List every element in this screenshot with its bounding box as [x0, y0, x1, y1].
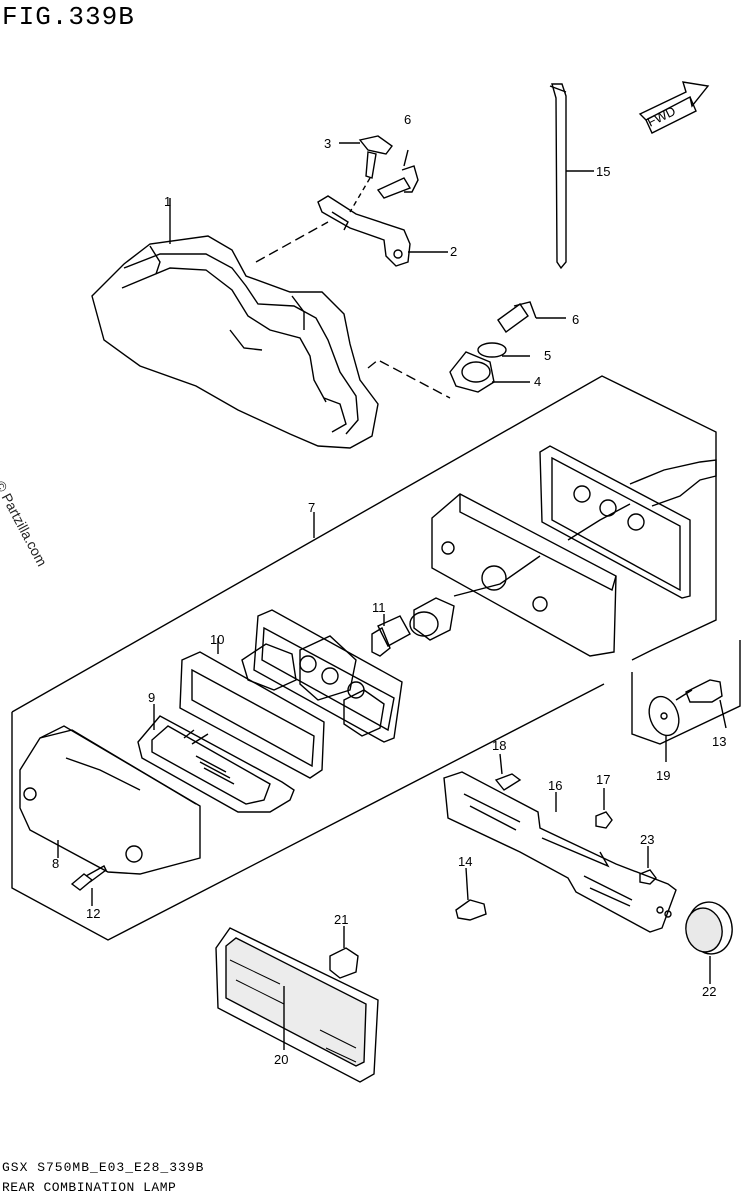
callout-19: 19 [656, 768, 670, 783]
gasket [179, 638, 325, 779]
fwd-label: FWD [645, 103, 678, 129]
callout-13: 13 [712, 734, 726, 749]
lamp-assembly-outline [11, 375, 741, 941]
lamp-lens [19, 725, 201, 875]
callout-17: 17 [596, 772, 610, 787]
callout-6-lower: 6 [572, 312, 579, 327]
lens-cover [137, 704, 295, 813]
callout-3: 3 [324, 136, 331, 151]
callout-12: 12 [86, 906, 100, 921]
screw-3 [339, 135, 393, 213]
callout-21: 21 [334, 912, 348, 927]
washer-19 [648, 695, 680, 762]
nut-21 [329, 926, 359, 979]
lamp-reflector [241, 609, 403, 743]
figure-title: FIG.339B [2, 2, 135, 32]
callout-10: 10 [210, 632, 224, 647]
grommet-assembly [367, 301, 566, 399]
fwd-arrow: FWD [638, 81, 710, 134]
socket-and-cable [371, 445, 717, 657]
callout-1: 1 [164, 194, 171, 209]
nut-23 [639, 846, 657, 885]
cable-tie [549, 83, 594, 270]
callout-4: 4 [534, 374, 541, 389]
nut-17 [595, 788, 613, 829]
callout-7: 7 [308, 500, 315, 515]
callout-23: 23 [640, 832, 654, 847]
round-reflector [685, 901, 733, 984]
callout-labels: 1 2 3 4 5 6 6 7 8 9 10 11 12 13 14 15 16… [52, 112, 726, 1067]
callout-15: 15 [596, 164, 610, 179]
clip-14 [455, 867, 487, 921]
callout-20: 20 [274, 1052, 288, 1067]
rectangular-reflector [215, 927, 379, 1083]
callout-16: 16 [548, 778, 562, 793]
callout-2: 2 [450, 244, 457, 259]
tail-lamp-housing [91, 198, 379, 449]
callout-22: 22 [702, 984, 716, 999]
callout-11: 11 [372, 600, 386, 615]
diagram-code: GSX S750MB_E03_E28_339B [2, 1160, 205, 1175]
callout-14: 14 [458, 854, 472, 869]
callout-8: 8 [52, 856, 59, 871]
callout-6-upper: 6 [404, 112, 411, 127]
lamp-bracket [255, 195, 448, 267]
screw-13 [675, 679, 727, 729]
bolt-6-upper [376, 149, 419, 199]
screw-12 [70, 865, 107, 906]
callout-5: 5 [544, 348, 551, 363]
diagram-name: REAR COMBINATION LAMP [2, 1180, 177, 1195]
reflector-bracket [443, 771, 677, 933]
callout-9: 9 [148, 690, 155, 705]
callout-18: 18 [492, 738, 506, 753]
bolt-18 [494, 753, 522, 791]
